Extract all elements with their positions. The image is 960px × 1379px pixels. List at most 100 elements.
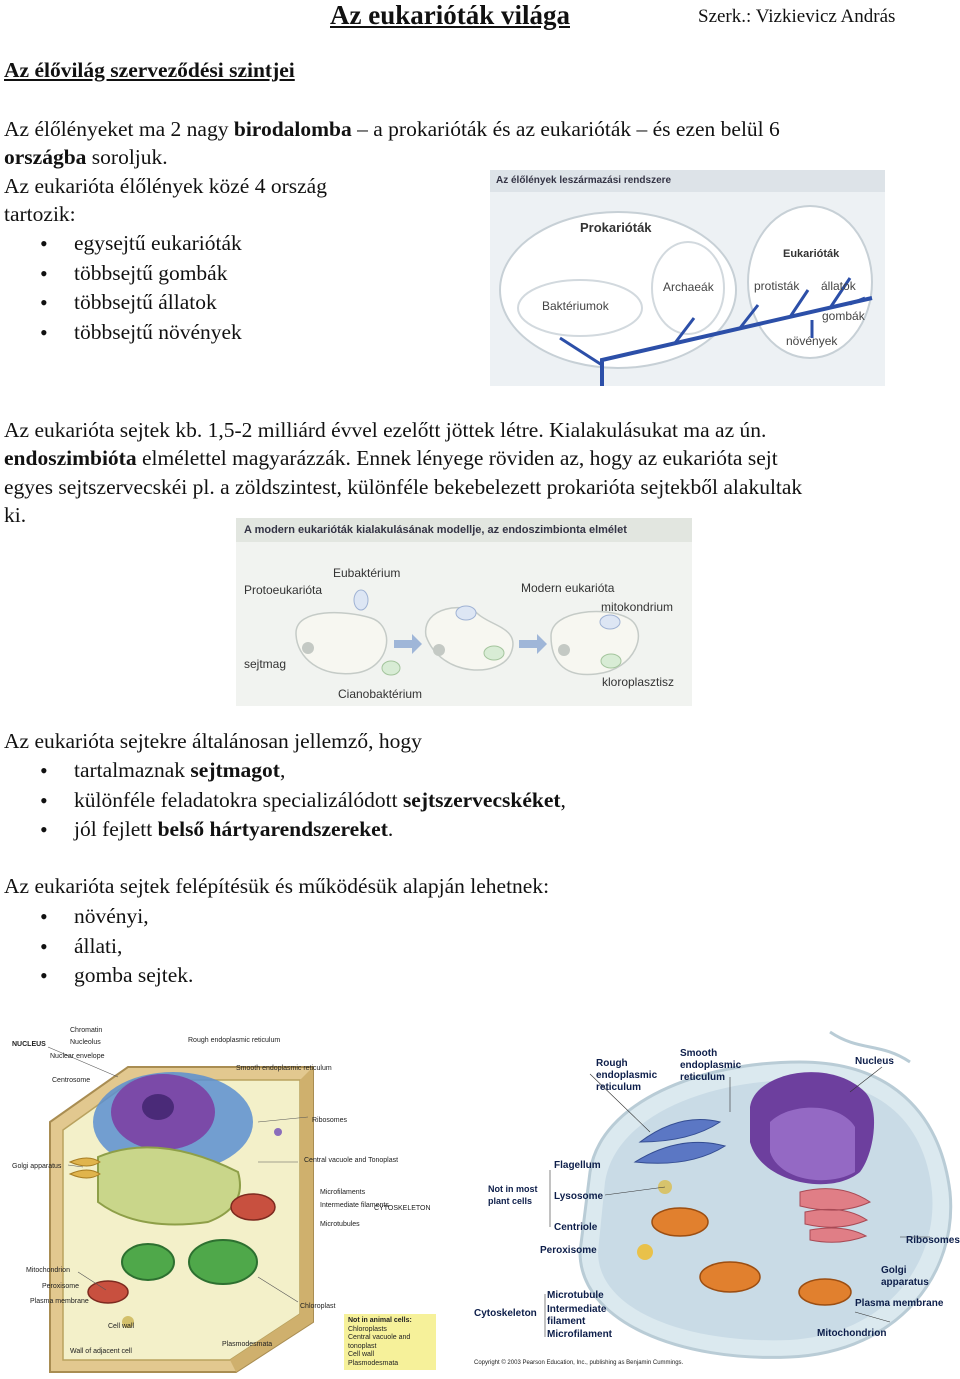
plant-label-nucleus: NUCLEUS (12, 1041, 46, 1048)
note-item: Central vacuole and tonoplast (348, 1334, 411, 1350)
animal-label-centriole: Centriole (554, 1222, 598, 1233)
plant-label-golgi: Golgi apparatus (12, 1163, 62, 1170)
phylogeny-diagram (490, 170, 885, 386)
fungi-label: gombák (822, 309, 865, 323)
section-heading: Az élővilág szerveződési szintjei (4, 58, 295, 82)
note-item: Cell wall (348, 1351, 375, 1358)
animal-label-not-in-plants-2: plant cells (488, 1196, 532, 1206)
figure-title: Az élőlények leszármazási rendszere (496, 175, 672, 186)
animal-label-smooth-er-1: Smooth (680, 1048, 717, 1059)
animals-label: állatok (821, 279, 856, 293)
paragraph-line: egyes sejtszervecskéi pl. a zöldszintest… (4, 475, 803, 499)
page-title: Az eukarióták világa (330, 0, 570, 30)
cell-type-list: növényi, állati, gomba sejtek. (4, 902, 193, 991)
paragraph-line: országba soroljuk. (4, 145, 168, 169)
animal-label-smooth-er-3: reticulum (680, 1072, 725, 1083)
animal-label-golgi-1: Golgi (881, 1265, 907, 1276)
plant-label-cell-wall: Cell wall (108, 1323, 135, 1330)
eukaryotes-label: Eukarióták (783, 248, 840, 260)
animal-label-peroxisome: Peroxisome (540, 1245, 597, 1256)
note-title: Not in animal cells: (348, 1317, 412, 1324)
endosymbiosis-figure: A modern eukarióták kialakulásának model… (236, 518, 692, 706)
animal-label-golgi-2: apparatus (881, 1277, 929, 1288)
phylogeny-figure: Az élőlények leszármazási rendszere Prok… (490, 170, 885, 386)
paragraph-line: Az eukarióta sejtek felépítésük és működ… (4, 874, 550, 898)
plant-label-chloroplast: Chloroplast (300, 1303, 335, 1310)
animal-label-intermediate-2: filament (547, 1316, 586, 1327)
plant-label-vacuole: Central vacuole and Tonoplast (304, 1157, 398, 1164)
list-item: tartalmaznak sejtmagot, (4, 756, 566, 786)
animal-cell-figure: Rough endoplasmic reticulum Smooth endop… (470, 1022, 960, 1374)
animal-label-rough-er-3: reticulum (596, 1082, 641, 1093)
list-item: jól fejlett belső hártyarendszereket. (4, 815, 566, 845)
animal-label-cytoskeleton: Cytoskeleton (474, 1308, 537, 1319)
list-item: növényi, (4, 902, 193, 932)
plants-label: növények (786, 334, 838, 348)
animal-copyright: Copyright © 2003 Pearson Education, Inc.… (474, 1359, 684, 1366)
list-item: különféle feladatokra specializálódott s… (4, 786, 566, 816)
plant-label-smooth-er: Smooth endoplasmic reticulum (236, 1065, 332, 1072)
endosymbiosis-diagram (236, 518, 692, 676)
animal-label-ribosomes: Ribosomes (906, 1235, 960, 1246)
chloroplast-label: kloroplasztisz (602, 675, 675, 689)
note-item: Plasmodesmata (348, 1359, 399, 1367)
plant-label-ribosomes: Ribosomes (312, 1117, 348, 1124)
animal-label-mitochondrion: Mitochondrion (817, 1328, 886, 1339)
paragraph-line: Az eukarióta sejtek kb. 1,5-2 milliárd é… (4, 418, 767, 442)
plant-label-adjacent-wall: Wall of adjacent cell (70, 1348, 132, 1355)
paragraph-line: Az élőlényeket ma 2 nagy birodalomba – a… (4, 117, 780, 141)
plant-label-centrosome: Centrosome (52, 1077, 90, 1084)
plant-label-plasmodesmata: Plasmodesmata (222, 1341, 272, 1348)
plant-label-envelope: Nuclear envelope (50, 1053, 105, 1060)
paragraph-line: endoszimbióta elmélettel magyarázzák. En… (4, 446, 778, 470)
feature-list: tartalmaznak sejtmagot, különféle felada… (4, 756, 566, 845)
not-in-animal-cells-note: Not in animal cells: Chloroplasts Centra… (344, 1314, 436, 1370)
author-credit: Szerk.: Vizkievicz András (698, 6, 896, 27)
protists-label: protisták (754, 279, 800, 293)
plant-label-intermediate: Intermediate filaments (320, 1202, 389, 1209)
animal-label-rough-er-2: endoplasmic (596, 1070, 658, 1081)
animal-label-nucleus: Nucleus (855, 1056, 894, 1067)
plant-cell-figure: NUCLEUS Chromatin Nucleolus Nuclear enve… (8, 1022, 448, 1374)
plant-label-nucleolus: Nucleolus (70, 1039, 101, 1046)
bacteria-label: Baktériumok (542, 299, 609, 313)
paragraph-line: ki. (4, 503, 27, 527)
paragraph-line: Az eukarióta élőlények közé 4 ország (4, 174, 327, 198)
protoeukaryote-label: Protoeukarióta (244, 583, 323, 597)
plant-label-rough-er: Rough endoplasmic reticulum (188, 1037, 280, 1044)
plant-label-microfilaments: Microfilaments (320, 1189, 366, 1196)
plant-cell-diagram: NUCLEUS Chromatin Nucleolus Nuclear enve… (12, 1027, 431, 1373)
paragraph-line: Az eukarióta sejtekre általánosan jellem… (4, 729, 422, 753)
mitochondrion-label: mitokondrium (601, 600, 674, 614)
animal-label-rough-er-1: Rough (596, 1058, 628, 1069)
archaea-label: Archaeák (663, 280, 714, 294)
animal-label-lysosome: Lysosome (554, 1191, 604, 1202)
animal-label-microtubule: Microtubule (547, 1290, 604, 1301)
modern-eukaryote-label: Modern eukarióta (521, 581, 615, 595)
animal-cell-diagram: Rough endoplasmic reticulum Smooth endop… (474, 1030, 960, 1366)
plant-label-peroxisome: Peroxisome (42, 1283, 79, 1290)
kingdom-list: egysejtű eukarióták többsejtű gombák töb… (4, 229, 242, 347)
figure-title: A modern eukarióták kialakulásának model… (244, 524, 627, 536)
list-item: többsejtű gombák (4, 259, 242, 289)
list-item: gomba sejtek. (4, 961, 193, 991)
paragraph-line: tartozik: (4, 202, 76, 226)
animal-label-intermediate-1: Intermediate (547, 1304, 607, 1315)
list-item: egysejtű eukarióták (4, 229, 242, 259)
prokaryotes-label: Prokarióták (580, 220, 652, 235)
cyanobacterium-label: Cianobaktérium (338, 687, 423, 701)
plant-label-plasma-membrane: Plasma membrane (30, 1298, 89, 1305)
list-item: többsejtű állatok (4, 288, 242, 318)
plant-label-chromatin: Chromatin (70, 1027, 102, 1034)
plant-label-microtubules: Microtubules (320, 1221, 360, 1228)
animal-label-flagellum: Flagellum (554, 1160, 601, 1171)
plant-label-cytoskeleton: CYTOSKELETON (374, 1205, 431, 1212)
nucleus-label: sejtmag (244, 657, 287, 671)
list-item: többsejtű növények (4, 318, 242, 348)
eubacterium-label: Eubaktérium (333, 566, 401, 580)
animal-label-smooth-er-2: endoplasmic (680, 1060, 742, 1071)
animal-label-microfilament: Microfilament (547, 1329, 613, 1340)
plant-label-mitochondrion: Mitochondrion (26, 1267, 70, 1274)
animal-label-not-in-plants-1: Not in most (488, 1184, 538, 1194)
animal-label-plasma-membrane: Plasma membrane (855, 1298, 944, 1309)
